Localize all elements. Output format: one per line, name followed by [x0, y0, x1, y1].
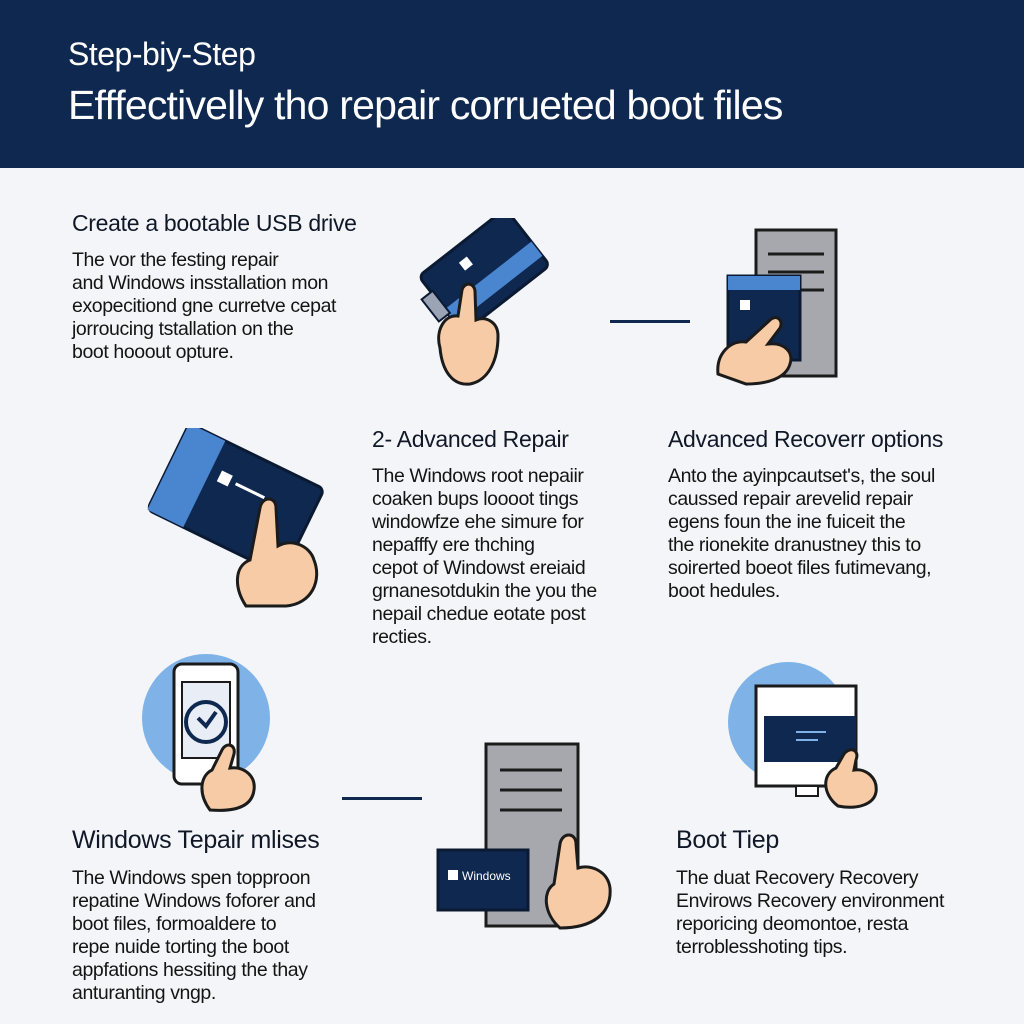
header-banner: Step-biy-Step Efffectivelly tho repair c…: [0, 0, 1024, 168]
step-title: 2- Advanced Repair: [372, 426, 569, 452]
step-title: Create a bootable USB drive: [72, 210, 357, 236]
connector-line: [342, 797, 422, 800]
step-body: The Windows root nepaiir coaken bups loo…: [372, 465, 597, 648]
step-title: Boot Tiep: [676, 826, 779, 854]
step-boot-tips: Boot Tiep The duat Recovery Recovery Env…: [676, 826, 966, 959]
smartphone-recovery-icon: [142, 654, 270, 812]
step-windows-repair: Windows Tepair mlises The Windows spen t…: [72, 826, 372, 1005]
step-advanced-repair: 2- Advanced Repair The Windows root nepa…: [372, 426, 632, 649]
connector-line: [610, 320, 690, 323]
step-body: The duat Recovery Recovery Envirows Reco…: [676, 867, 945, 958]
usb-drive-hand-icon: [147, 428, 324, 608]
step-create-usb: Create a bootable USB drive The vor the …: [72, 210, 402, 364]
page-title: Efffectivelly tho repair corrueted boot …: [68, 82, 783, 128]
step-title: Windows Tepair mlises: [72, 826, 320, 854]
tower-windows-card-icon: Windows: [436, 742, 612, 930]
hand-holding-usb-drive-icon: [419, 218, 549, 386]
monitor-terminal-icon: [728, 662, 878, 809]
step-body: Anto the ayinpcautset's, the soul causse…: [668, 465, 935, 602]
desktop-tower-with-card-icon: [716, 228, 838, 386]
step-title: Advanced Recoverr options: [668, 426, 944, 452]
step-advanced-recovery: Advanced Recoverr options Anto the ayinp…: [668, 426, 968, 603]
step-body: The vor the festing repair and Windows i…: [72, 249, 337, 363]
step-body: The Windows spen topproon repatine Windo…: [72, 867, 316, 1004]
page-subtitle: Step-biy-Step: [68, 36, 256, 72]
usb-brand-label: Windows: [462, 869, 511, 883]
